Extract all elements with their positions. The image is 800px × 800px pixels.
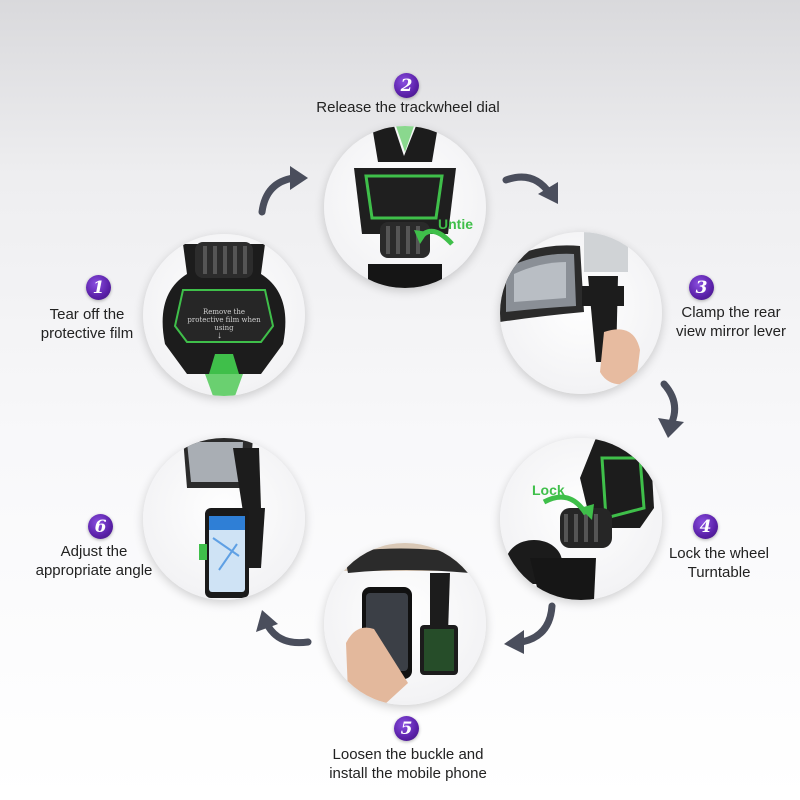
- down-arrow-icon: ↓: [217, 330, 222, 341]
- step-1-image: Remove the protective film when using ↓: [143, 234, 305, 396]
- step-3-image: [500, 232, 662, 394]
- step-3-line-1: Clamp the rear: [681, 304, 781, 321]
- step-5-caption: Loosen the buckle and install the mobile…: [290, 745, 526, 783]
- step-5-number: 5: [394, 716, 419, 741]
- step-1-line-1: Tear off the: [49, 306, 125, 323]
- step-6-line-2: appropriate angle: [35, 562, 153, 579]
- step-4-number: 4: [693, 514, 718, 539]
- film-text: Remove the protective film when using: [187, 308, 261, 332]
- arrow-4-to-5-icon: [504, 602, 556, 654]
- step-5-image: [324, 543, 486, 705]
- step-1-number: 1: [86, 275, 111, 300]
- step-4-image: Lock: [500, 438, 662, 600]
- step-3-caption: Clamp the rear view mirror lever: [666, 303, 796, 341]
- step-2-number-text: 2: [400, 75, 413, 96]
- step-6-line-1: Adjust the: [60, 543, 128, 560]
- step-4-line-2: Turntable: [687, 564, 751, 581]
- step-5-number-text: 5: [400, 718, 413, 739]
- untie-label: Untie: [438, 216, 473, 232]
- step-3-number: 3: [689, 275, 714, 300]
- step-1-line-2: protective film: [40, 325, 134, 342]
- step-4-caption: Lock the wheel Turntable: [658, 544, 780, 582]
- step-2-image: Untie: [324, 126, 486, 288]
- step-4-number-text: 4: [699, 516, 712, 537]
- step-6-number: 6: [88, 514, 113, 539]
- arrow-3-to-4-icon: [658, 380, 684, 438]
- step-2-line-1: Release the trackwheel dial: [316, 99, 500, 116]
- step-6-caption: Adjust the appropriate angle: [24, 542, 164, 580]
- step-3-number-text: 3: [695, 277, 708, 298]
- step-2-number: 2: [394, 73, 419, 98]
- step-5-line-1: Loosen the buckle and: [332, 746, 484, 763]
- arrow-5-to-6-icon: [256, 610, 312, 647]
- step-2-caption: Release the trackwheel dial: [290, 98, 526, 117]
- step-6-image: [143, 438, 305, 600]
- step-1-number-text: 1: [92, 277, 105, 298]
- arrow-2-to-3-icon: [502, 173, 558, 204]
- step-1-caption: Tear off the protective film: [34, 305, 140, 343]
- step-6-number-text: 6: [94, 516, 107, 537]
- step-4-line-1: Lock the wheel: [668, 545, 770, 562]
- step-3-line-2: view mirror lever: [675, 323, 786, 340]
- lock-label: Lock: [532, 482, 565, 498]
- arrow-1-to-2-icon: [258, 166, 308, 216]
- step-5-line-2: install the mobile phone: [329, 765, 487, 782]
